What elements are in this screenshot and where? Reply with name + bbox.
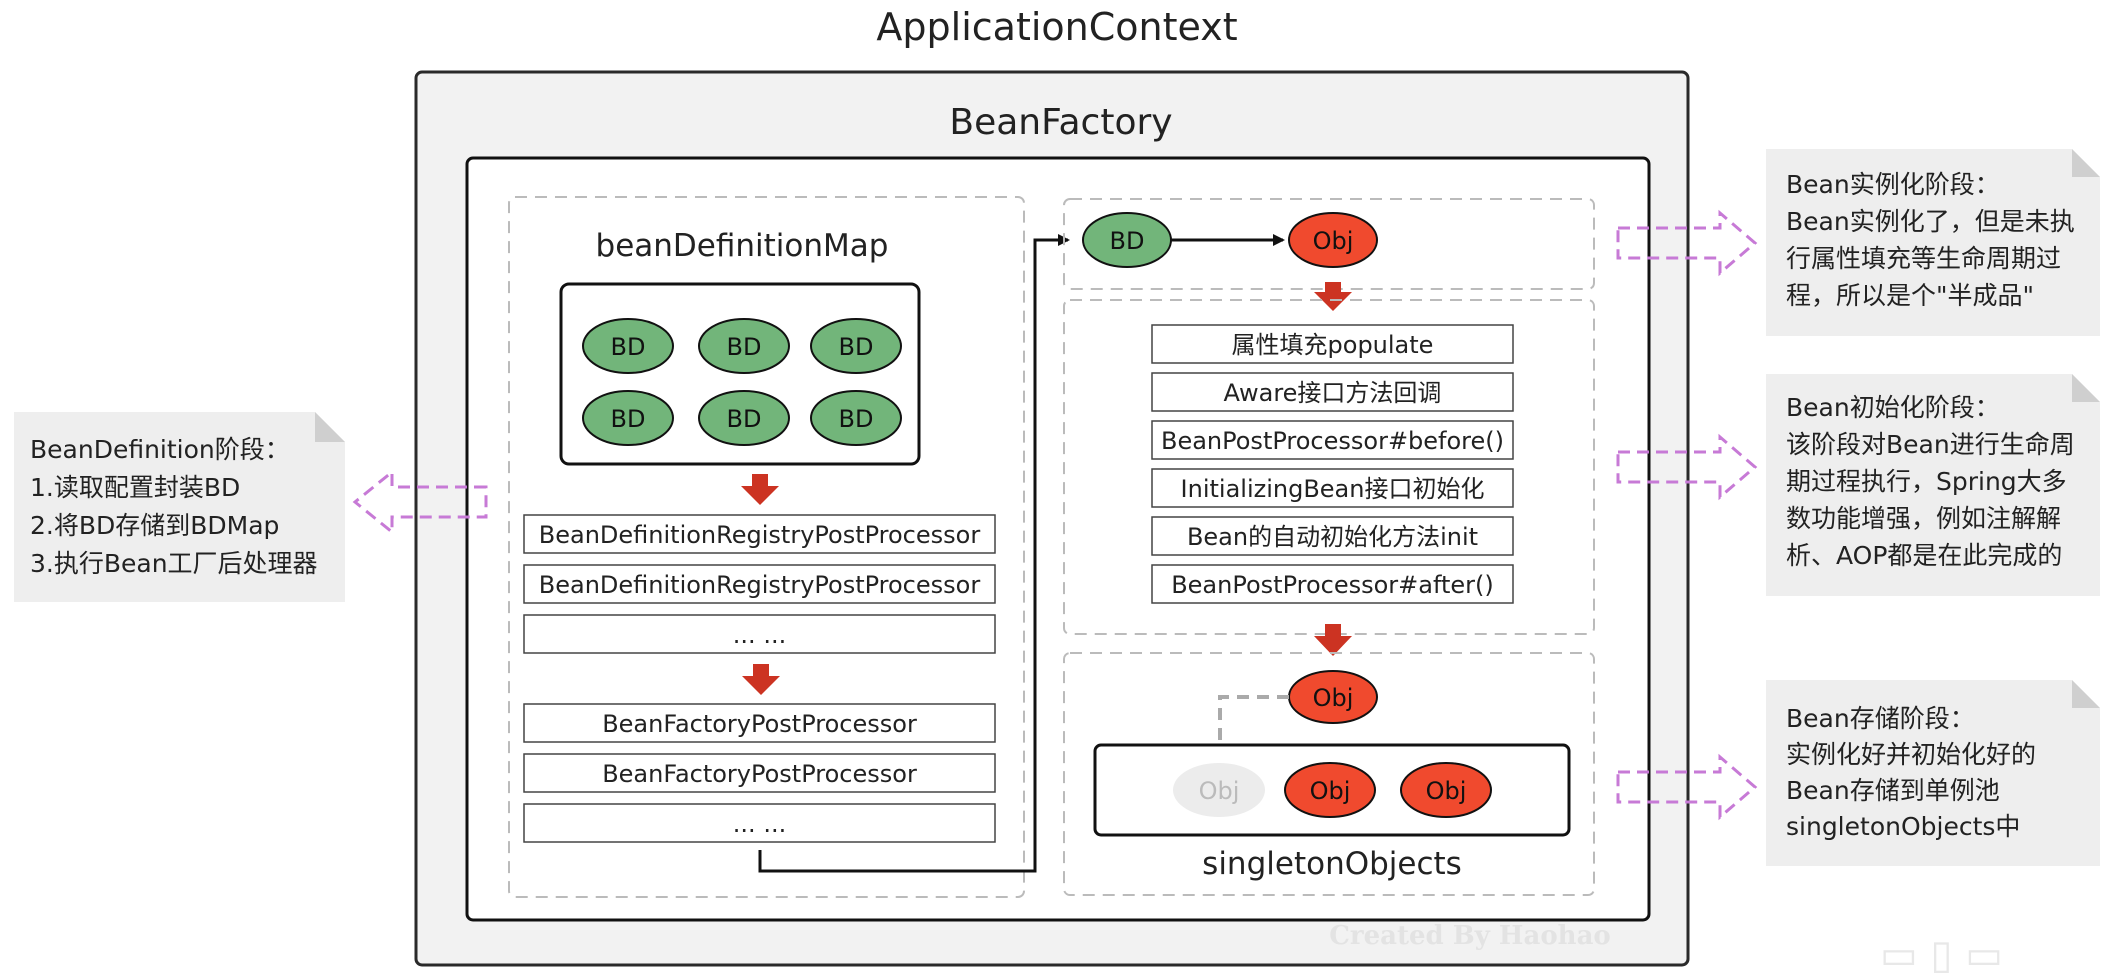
note-line: Bean存储到单例池 <box>1786 776 2000 805</box>
note-initialization: Bean初始化阶段： 该阶段对Bean进行生命周期过程执行，Spring大多数功能… <box>1766 374 2100 596</box>
red-arrow-2 <box>742 664 780 695</box>
lifecycle-step-box-5 <box>1151 516 1514 556</box>
flow-connector-line <box>758 234 1070 873</box>
registry-processor-box-3 <box>523 614 996 654</box>
bd-node-6 <box>810 390 902 446</box>
lifecycle-step-box-4 <box>1151 468 1514 508</box>
note-line: 数功能增强，例如注解解 <box>1786 504 2061 533</box>
note-line: Bean实例化阶段： <box>1786 170 2000 199</box>
instantiation-region <box>1063 198 1595 290</box>
bd-node-4-label: BD <box>611 405 646 433</box>
bean-definition-map-title: beanDefinitionMap <box>596 228 889 264</box>
note-line: BeanDefinition阶段： <box>30 435 290 464</box>
note-line: 1.读取配置封装BD <box>30 473 240 502</box>
callout-arrow-instantiation <box>1616 209 1758 277</box>
instantiation-bd-label: BD <box>1110 227 1145 255</box>
note-storage: Bean存储阶段： 实例化好并初始化好的 Bean存储到单例池 singletonOb… <box>1766 680 2100 866</box>
lifecycle-step-label-2: Aware接口方法回调 <box>1224 379 1442 407</box>
lifecycle-step-label-4: InitializingBean接口初始化 <box>1181 475 1485 503</box>
watermark: Created By Haohao <box>1329 921 1611 951</box>
bd-node-1 <box>582 318 674 374</box>
singleton-slot-ghost-label: Obj <box>1199 777 1240 805</box>
singleton-obj-2-label: Obj <box>1426 777 1467 805</box>
note-line: 期过程执行，Spring大多 <box>1786 467 2067 496</box>
lifecycle-step-box-1 <box>1151 324 1514 364</box>
callout-arrow-storage <box>1616 753 1758 821</box>
lifecycle-step-label-1: 属性填充populate <box>1232 331 1434 359</box>
application-context-title: ApplicationContext <box>876 5 1237 49</box>
svg-text:Bean实例化阶段：Bean实例化了，但是未执行属性填充等生: Bean实例化阶段： Bean实例化了，但是未执行属性填充等生命周期过程，所以是个… <box>1786 170 2075 310</box>
note-line: 该阶段对Bean进行生命周 <box>1786 430 2075 459</box>
factory-processor-label-1: BeanFactoryPostProcessor <box>602 710 917 738</box>
note-line: 析、AOP都是在此完成的 <box>1786 541 2062 570</box>
registry-processor-box-1 <box>523 514 996 554</box>
callout-arrow-bean-definition <box>352 468 488 536</box>
red-arrow-1 <box>741 474 779 505</box>
registry-processor-label-3: ... ... <box>733 621 786 649</box>
bd-node-3 <box>810 318 902 374</box>
lifecycle-step-label-6: BeanPostProcessor#after() <box>1171 571 1494 599</box>
note-line: singletonObjects中 <box>1786 812 2020 841</box>
singleton-region <box>1063 652 1595 896</box>
bean-definition-map-entries: BD BD BD BD BD BD <box>582 318 902 446</box>
singleton-objects-title: singletonObjects <box>1202 846 1462 882</box>
new-obj-label: Obj <box>1313 684 1354 712</box>
bd-node-5 <box>698 390 790 446</box>
bd-node-5-label: BD <box>727 405 762 433</box>
lifecycle-step-box-3 <box>1151 420 1514 460</box>
singleton-obj-2 <box>1400 762 1492 818</box>
bd-node-1-label: BD <box>611 333 646 361</box>
callout-arrow-initialization <box>1616 433 1758 501</box>
lifecycle-step-box-2 <box>1151 372 1514 412</box>
store-arrow <box>1216 695 1289 769</box>
note-line: 程，所以是个"半成品" <box>1786 281 2034 310</box>
note-line: 2.将BD存储到BDMap <box>30 511 279 540</box>
corner-watermark: ▭ ▯ ▭ <box>1880 932 2003 975</box>
bd-node-4 <box>582 390 674 446</box>
lifecycle-step-label-5: Bean的自动初始化方法init <box>1187 523 1478 551</box>
singleton-obj-1 <box>1284 762 1376 818</box>
bd-node-6-label: BD <box>839 405 874 433</box>
svg-text:Bean初始化阶段：该阶段对Bean进行生命周期过程执行，S: Bean初始化阶段： 该阶段对Bean进行生命周期过程执行，Spring大多数功能… <box>1786 393 2075 570</box>
lifecycle-step-label-3: BeanPostProcessor#before() <box>1161 427 1504 455</box>
registry-processor-label-1: BeanDefinitionRegistryPostProcessor <box>539 521 981 549</box>
lifecycle-step-box-6 <box>1151 564 1514 604</box>
bd-node-2-label: BD <box>727 333 762 361</box>
bean-factory-title: BeanFactory <box>949 102 1172 143</box>
note-line: 实例化好并初始化好的 <box>1786 740 2036 769</box>
bd-node-2 <box>698 318 790 374</box>
factory-processor-box-1 <box>523 703 996 743</box>
note-line: Bean初始化阶段： <box>1786 393 2000 422</box>
factory-processor-box-2 <box>523 753 996 793</box>
factory-processor-label-2: BeanFactoryPostProcessor <box>602 760 917 788</box>
instantiation-obj-label: Obj <box>1313 227 1354 255</box>
bean-definition-region <box>508 196 1025 898</box>
red-arrow-4 <box>1314 624 1352 656</box>
red-arrow-3 <box>1314 282 1352 311</box>
note-instantiation: Bean实例化阶段： Bean实例化了，但是未执行属性填充等生命周期过程，所以是个… <box>1766 149 2100 336</box>
note-line: Bean实例化了，但是未执 <box>1786 207 2075 236</box>
instantiation-obj-node <box>1288 212 1378 268</box>
singleton-slot-ghost <box>1173 763 1265 817</box>
note-bean-definition: BeanDefinition阶段： 1.读取配置封装BD 2.将BD存储到BDMap… <box>14 412 345 602</box>
lifecycle-region <box>1063 299 1595 635</box>
note-line: 3.执行Bean工厂后处理器 <box>30 549 318 578</box>
note-line: Bean存储阶段： <box>1786 704 1975 733</box>
registry-processor-box-2 <box>523 564 996 604</box>
registry-post-processor-stack: BeanDefinitionRegistryPostProcessorBeanD… <box>523 514 996 654</box>
bd-node-3-label: BD <box>839 333 874 361</box>
factory-post-processor-stack: BeanFactoryPostProcessorBeanFactoryPostP… <box>523 703 996 843</box>
factory-processor-label-3: ... ... <box>733 810 786 838</box>
registry-processor-label-2: BeanDefinitionRegistryPostProcessor <box>539 571 981 599</box>
singleton-obj-1-label: Obj <box>1310 777 1351 805</box>
note-line: 行属性填充等生命周期过 <box>1786 244 2061 273</box>
factory-processor-box-3 <box>523 803 996 843</box>
